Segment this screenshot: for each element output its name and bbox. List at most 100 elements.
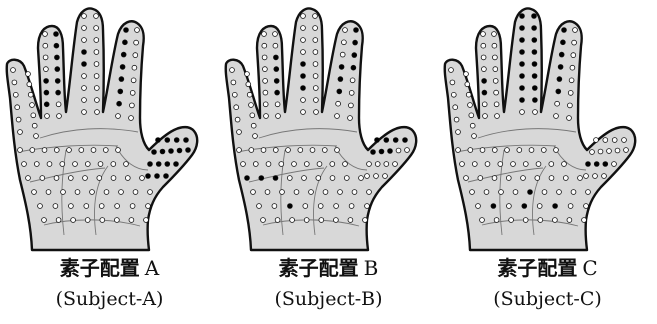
sensor-dot-active bbox=[146, 174, 151, 179]
sensor-dot bbox=[322, 148, 327, 153]
sensor-dot-active bbox=[520, 38, 525, 43]
sensor-dot bbox=[301, 38, 306, 43]
sensor-dot bbox=[511, 162, 516, 167]
sensor-dot bbox=[42, 218, 47, 223]
sensor-dot bbox=[573, 28, 578, 33]
sensor-dot bbox=[538, 218, 543, 223]
sensor-dot bbox=[334, 204, 339, 209]
sensor-dot bbox=[230, 68, 235, 73]
sensor-dot bbox=[349, 103, 354, 108]
sensor-dot bbox=[567, 218, 572, 223]
sensor-dot bbox=[249, 103, 254, 108]
sensor-dot bbox=[273, 43, 278, 48]
sensor-dot bbox=[350, 78, 355, 83]
sensor-dot bbox=[470, 190, 475, 195]
sensor-dot bbox=[232, 92, 237, 97]
sensor-dot bbox=[32, 190, 37, 195]
sensor-dot bbox=[272, 204, 277, 209]
sensor-dot bbox=[303, 204, 308, 209]
sensor-dot-active bbox=[556, 89, 561, 94]
sensor-dot bbox=[313, 62, 318, 67]
sensor-dot bbox=[231, 80, 236, 85]
sensor-dot bbox=[16, 117, 21, 122]
sensor-dot bbox=[498, 162, 503, 167]
sensor-dot-active bbox=[520, 26, 525, 31]
sensor-dot bbox=[99, 204, 104, 209]
sensor-dot bbox=[82, 74, 87, 79]
sensor-dot bbox=[533, 110, 538, 115]
sensor-dot bbox=[492, 43, 497, 48]
sensor-dot bbox=[330, 162, 335, 167]
sensor-dot-active bbox=[301, 62, 306, 67]
sensor-dot bbox=[133, 53, 138, 58]
sensor-dot bbox=[494, 218, 499, 223]
sensor-dot bbox=[612, 138, 617, 143]
sensor-dot bbox=[454, 117, 459, 122]
sensor-dot bbox=[301, 26, 306, 31]
sensor-dot bbox=[586, 190, 591, 195]
sensor-dot bbox=[115, 218, 120, 223]
sensor-dot bbox=[317, 162, 322, 167]
sensor-dot bbox=[493, 55, 498, 60]
sensor-dot bbox=[83, 176, 88, 181]
sensor-dot bbox=[365, 204, 370, 209]
sensor-dot bbox=[456, 130, 461, 135]
sensor-dot bbox=[468, 103, 473, 108]
sensor-dot-active bbox=[594, 162, 599, 167]
sensor-dot-active bbox=[384, 138, 389, 143]
sensor-dot bbox=[584, 204, 589, 209]
sensor-dot bbox=[492, 32, 497, 37]
sensor-dot-active bbox=[562, 28, 567, 33]
sensor-dot bbox=[499, 190, 504, 195]
sensor-dot-active bbox=[273, 176, 278, 181]
sensor-dot bbox=[316, 176, 321, 181]
sensor-dot bbox=[103, 148, 108, 153]
sensor-dot bbox=[94, 62, 99, 67]
sensor-dot bbox=[275, 218, 280, 223]
sensor-dot bbox=[32, 123, 37, 128]
sensor-dot bbox=[568, 91, 573, 96]
sensor-dot bbox=[485, 162, 490, 167]
sensor-dot bbox=[266, 162, 271, 167]
sensor-dot bbox=[536, 162, 541, 167]
sensor-dot bbox=[472, 162, 477, 167]
sensor-dot bbox=[555, 101, 560, 106]
sensor-dot bbox=[343, 162, 348, 167]
sensor-dot-active bbox=[371, 150, 376, 155]
sensor-dot bbox=[91, 148, 96, 153]
sensor-dot bbox=[569, 78, 574, 83]
sensor-dot bbox=[130, 103, 135, 108]
sensor-dot bbox=[237, 148, 242, 153]
sensor-dot bbox=[249, 148, 254, 153]
sensor-dot bbox=[27, 82, 32, 87]
sensor-dot-active bbox=[351, 65, 356, 70]
sensor-dot-active bbox=[117, 101, 122, 106]
sensor-dot-active bbox=[259, 176, 264, 181]
sensor-dot bbox=[53, 204, 58, 209]
sensor-dot bbox=[568, 204, 573, 209]
sensor-dot bbox=[476, 204, 481, 209]
sensor-dot bbox=[241, 162, 246, 167]
sensor-dot bbox=[95, 110, 100, 115]
sensor-dot bbox=[30, 148, 35, 153]
sensor-dot bbox=[313, 86, 318, 91]
sensor-dot bbox=[594, 138, 599, 143]
panel-b: 素子配置 B (Subject-B) bbox=[219, 0, 438, 324]
sensor-dot bbox=[342, 40, 347, 45]
sensor-dot-active bbox=[301, 86, 306, 91]
sensor-dot bbox=[43, 43, 48, 48]
sensor-dot-active bbox=[482, 79, 487, 84]
sensor-dot bbox=[405, 148, 410, 153]
sensor-dot bbox=[482, 67, 487, 72]
sensor-dot-active bbox=[522, 204, 527, 209]
panel-label: 素子配置 A bbox=[0, 255, 219, 282]
sensor-dot bbox=[97, 176, 102, 181]
sensor-dot bbox=[541, 148, 546, 153]
sensor-dot bbox=[85, 162, 90, 167]
sensor-dot bbox=[493, 67, 498, 72]
sensor-dot bbox=[572, 40, 577, 45]
sensor-dot bbox=[15, 105, 20, 110]
sensor-dot bbox=[251, 123, 256, 128]
sensor-dot-active bbox=[156, 138, 161, 143]
sensor-dot bbox=[100, 218, 105, 223]
